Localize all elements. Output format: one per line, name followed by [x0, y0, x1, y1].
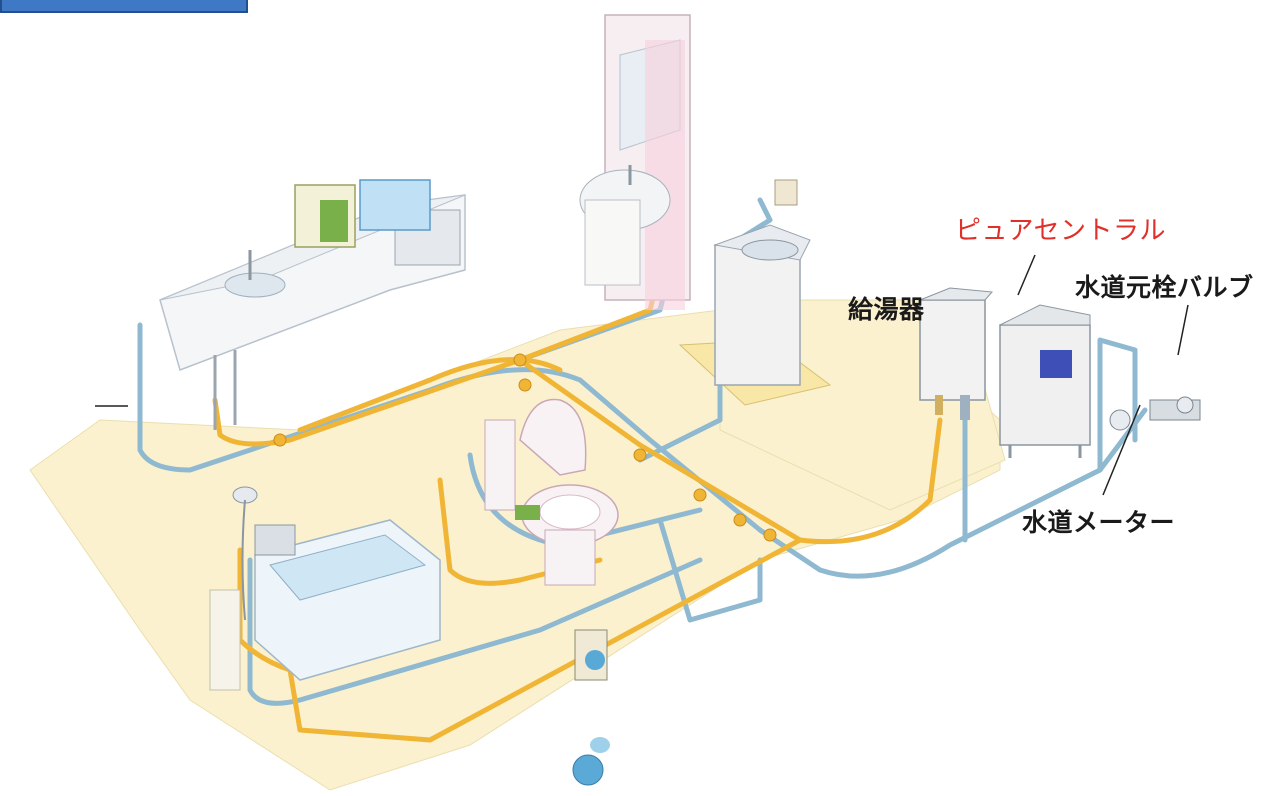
joint — [518, 378, 532, 392]
cold-pipe-loop — [657, 517, 763, 623]
leader-main-valve — [1177, 304, 1189, 356]
hot-pipes — [212, 267, 943, 743]
toilet-icon — [484, 398, 619, 586]
joint — [513, 353, 527, 367]
pipe-joints — [273, 353, 777, 542]
dishwasher-icon — [294, 184, 356, 248]
bathtub-icon — [209, 519, 441, 691]
cold-pipe-filter — [1097, 337, 1138, 473]
joint — [763, 528, 777, 542]
leader-pure-central — [1017, 254, 1036, 296]
label-water-meter: 水道メーター — [1022, 508, 1176, 537]
leader-lines — [95, 254, 1189, 496]
cold-pipe-meter-line — [757, 407, 1148, 579]
label-pure-central: ピュアセントラル — [955, 216, 1166, 246]
cold-pipe-bath — [247, 557, 703, 706]
water-heater-icon — [919, 287, 994, 420]
floor — [29, 299, 1006, 791]
water-meter-icon — [1109, 409, 1131, 431]
pipe-header-icon — [572, 629, 610, 786]
main-valve-icon — [1149, 396, 1201, 421]
joint — [733, 513, 747, 527]
header-tab — [0, 0, 248, 13]
hot-pipe-toilet — [437, 477, 603, 586]
shower-icon — [232, 486, 296, 621]
hot-pipe-bath — [237, 537, 803, 743]
joint — [693, 488, 707, 502]
vanity-basin-icon — [579, 14, 691, 310]
hot-pipe-mid — [297, 357, 563, 433]
leader-water-meter — [1102, 404, 1141, 496]
joint — [273, 433, 287, 447]
joint — [633, 448, 647, 462]
label-water-heater: 給湯器 — [848, 295, 925, 324]
label-main-valve: 水道元栓バルブ — [1075, 273, 1254, 302]
filter-unit-icon — [999, 304, 1091, 458]
hot-pipe-kitchen — [212, 267, 663, 447]
sink-basin-icon — [359, 179, 431, 231]
washing-machine-icon — [678, 179, 832, 406]
